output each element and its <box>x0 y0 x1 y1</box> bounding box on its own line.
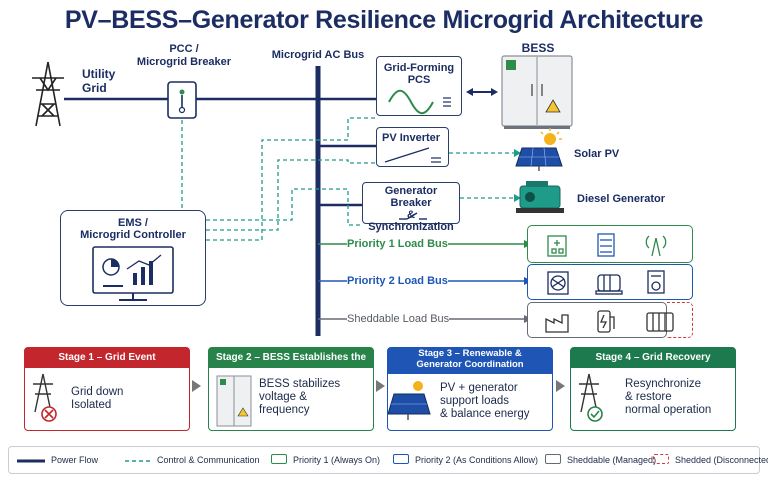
legend-p2-swatch <box>393 454 409 464</box>
priority1-load-icons <box>547 233 667 257</box>
legend-power: Power Flow <box>51 455 99 465</box>
pcc-label: PCC / Microgrid Breaker <box>136 43 232 68</box>
stage-4-card: Stage 4 – Grid Recovery Resynchronize & … <box>570 347 736 431</box>
stage-arrow-3 <box>556 380 565 392</box>
legend-swatches <box>17 459 151 463</box>
stage-arrow-1 <box>192 380 201 392</box>
tower-fault-icon <box>33 373 57 422</box>
legend-shedded-swatch <box>653 454 669 464</box>
legend: Power Flow Control & Communication Prior… <box>8 446 768 474</box>
ems-label: EMS / Microgrid Controller <box>80 217 186 241</box>
utility-tower-icon <box>32 61 64 127</box>
priority2-load-row <box>527 264 693 300</box>
bess-cabinet-icon <box>501 55 573 129</box>
generator-breaker-box[interactable]: Generator Breaker & Synchronization <box>362 182 460 233</box>
priority2-load-icons <box>547 270 665 295</box>
stage-arrow-2 <box>376 380 385 392</box>
stage-2-text: BESS stabilizes voltage & frequency <box>259 378 341 416</box>
sine-wave-icon <box>388 89 451 115</box>
utility-grid-label: Utility Grid <box>82 67 116 95</box>
comm-tower-icon <box>645 235 667 257</box>
stage-1-card: Stage 1 – Grid Event Grid down Isolated <box>24 347 190 431</box>
sheddable-load-row <box>527 302 667 338</box>
sheddable-load-icons <box>545 310 615 333</box>
solar-panel-icon <box>515 128 563 171</box>
pcs-label: Grid-Forming PCS <box>383 62 455 86</box>
grid-forming-pcs-box[interactable]: Grid-Forming PCS <box>376 56 462 116</box>
fan-unit-icon <box>547 271 569 295</box>
legend-p1: Priority 1 (Always On) <box>293 455 381 465</box>
shedded-load-segment <box>667 302 693 338</box>
ev-charger-icon <box>597 310 615 333</box>
legend-sheddable-swatch <box>545 454 561 464</box>
inverter-symbol-icon <box>384 147 441 163</box>
stage-2-header: Stage 2 – BESS Establishes the Bus <box>209 348 373 383</box>
stage-4-text: Resynchronize & restore normal operation <box>625 378 712 416</box>
legend-p2: Priority 2 (As Conditions Allow) <box>415 455 539 465</box>
hvac-control-icon <box>647 270 665 294</box>
breaker-switch-icon <box>399 212 427 220</box>
bess-label: BESS <box>521 41 555 55</box>
factory-icon <box>545 314 569 333</box>
stage-1-text: Grid down Isolated <box>71 386 124 411</box>
ac-bus-label: Microgrid AC Bus <box>271 49 365 61</box>
bess-unit-icon <box>216 375 252 427</box>
ems-controller-box[interactable]: EMS / Microgrid Controller <box>60 210 206 306</box>
pv-inverter-label: PV Inverter <box>382 132 441 144</box>
legend-p1-swatch <box>271 454 287 464</box>
pcc-breaker-icon <box>167 81 197 119</box>
server-rack-icon <box>597 233 615 257</box>
stage-3-card: Stage 3 – Renewable & Generator Coordina… <box>387 347 553 431</box>
hospital-icon <box>547 235 567 257</box>
legend-sheddable: Sheddable (Managed) <box>567 455 657 465</box>
legend-control: Control & Communication <box>157 455 260 465</box>
priority1-load-row <box>527 225 693 263</box>
diesel-generator-label: Diesel Generator <box>577 193 666 205</box>
solar-pv-label: Solar PV <box>574 148 620 160</box>
priority2-bus-label: Priority 2 Load Bus <box>347 275 448 288</box>
stage-3-text: PV + generator support loads & balance e… <box>440 382 530 420</box>
gen-breaker-label: Generator Breaker & Synchronization <box>368 185 454 233</box>
pump-motor-icon <box>595 274 623 295</box>
diesel-generator-icon <box>516 181 564 213</box>
pv-inverter-box[interactable]: PV Inverter <box>376 127 449 167</box>
stage-2-card: Stage 2 – BESS Establishes the Bus BESS … <box>208 347 374 431</box>
stage-3-header: Stage 3 – Renewable & Generator Coordina… <box>388 348 552 374</box>
tower-restored-icon <box>579 373 603 422</box>
sheddable-bus-label: Sheddable Load Bus <box>347 313 450 326</box>
diagram-title: PV–BESS–Generator Resilience Microgrid A… <box>64 6 704 34</box>
monitor-dashboard-icon <box>92 246 174 301</box>
solar-panel-small-icon <box>388 381 431 420</box>
priority1-bus-label: Priority 1 Load Bus <box>347 238 448 251</box>
control-lines <box>181 117 514 241</box>
stage-1-header: Stage 1 – Grid Event <box>25 348 189 368</box>
stage-4-header: Stage 4 – Grid Recovery <box>571 348 735 368</box>
legend-shedded: Shedded (Disconnected) <box>675 455 768 465</box>
